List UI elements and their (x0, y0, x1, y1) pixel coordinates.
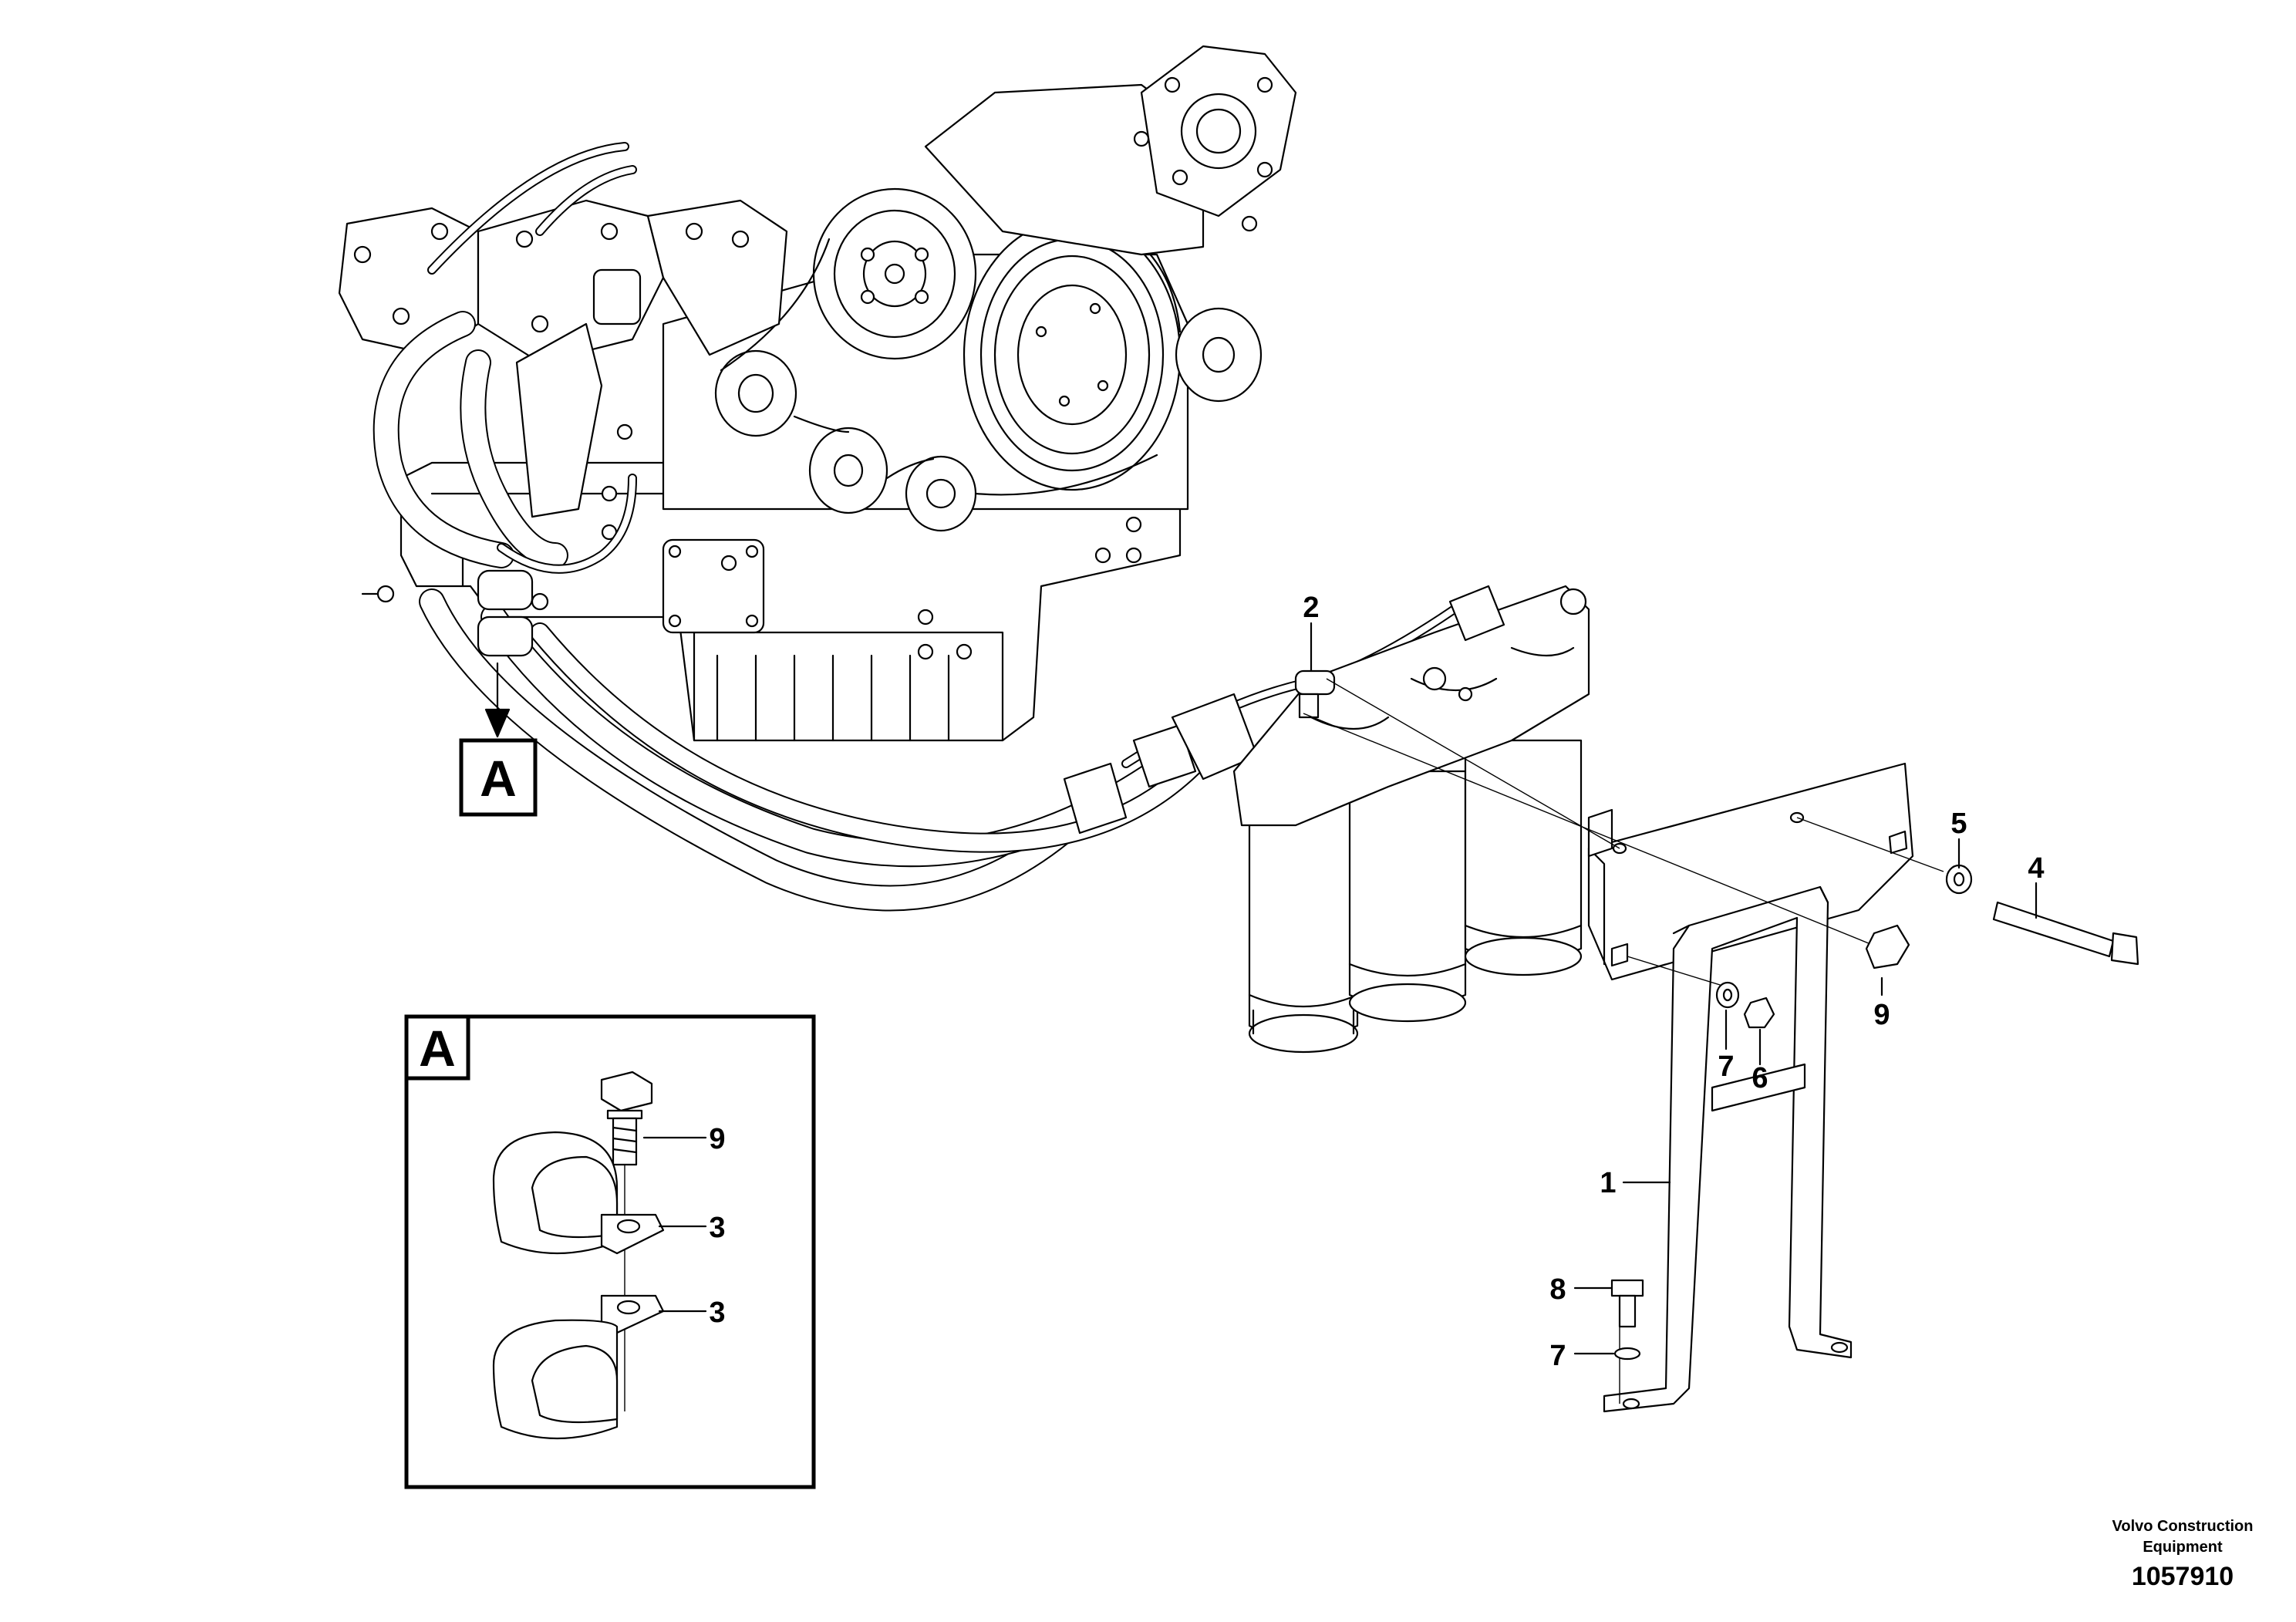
coolant-hoses-drawing (419, 569, 1470, 912)
detail-callout-3-upper: 3 (709, 1212, 725, 1244)
leader-lines (484, 622, 2038, 1355)
detail-callout-9: 9 (709, 1123, 725, 1155)
filter-assembly-drawing (1232, 585, 1590, 1054)
callout-7-upper: 7 (1718, 1050, 1734, 1083)
callout-9-right: 9 (1873, 999, 1890, 1031)
callout-6: 6 (1752, 1062, 1768, 1094)
callout-8: 8 (1549, 1273, 1566, 1306)
company-name-line1: Volvo Construction (2112, 1518, 2254, 1535)
detail-marker-label: A (480, 750, 517, 807)
detail-callout-3-lower: 3 (709, 1297, 725, 1329)
callout-1: 1 (1600, 1167, 1616, 1199)
detail-view-a (404, 1014, 816, 1489)
company-name-line2: Equipment (2143, 1539, 2223, 1556)
callout-4: 4 (2028, 852, 2044, 885)
detail-marker-box (459, 738, 538, 817)
callout-5: 5 (1950, 808, 1967, 840)
drawing-number: 1057910 (2132, 1562, 2234, 1591)
detail-box-label: A (419, 1020, 456, 1077)
callout-7-lower: 7 (1549, 1340, 1566, 1372)
bracket-drawing (1303, 678, 2139, 1413)
callout-2: 2 (1303, 592, 1319, 624)
engine-block-drawing (338, 45, 1297, 742)
